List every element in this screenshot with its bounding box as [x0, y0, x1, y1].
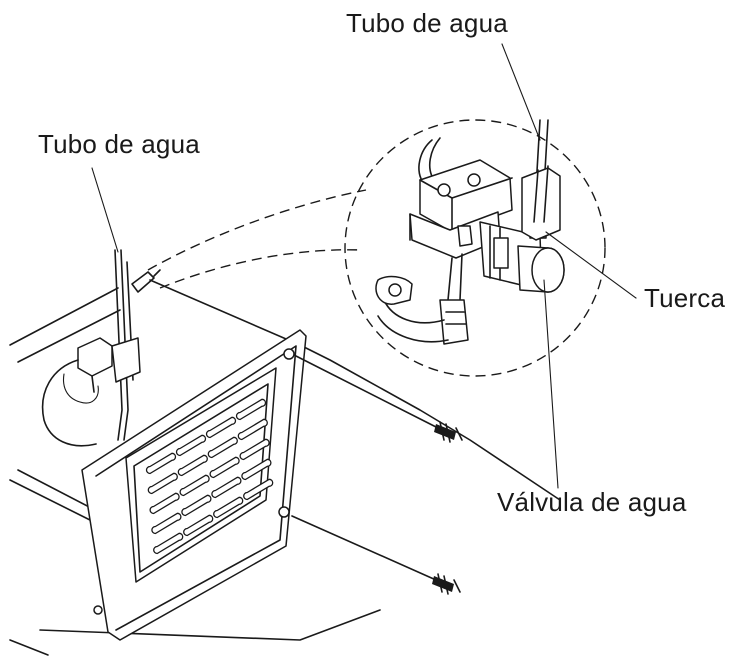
grille-slot	[211, 476, 242, 499]
grille-slot	[175, 434, 207, 457]
grille-slot	[153, 532, 184, 555]
label-water-tube-top: Tubo de agua	[346, 8, 508, 38]
leader-top-tube	[501, 43, 541, 141]
valve-assembly	[375, 119, 565, 345]
left-tube-assembly	[41, 249, 161, 447]
grille-slot	[151, 512, 182, 535]
grille-slot	[243, 478, 274, 501]
grille-slot	[241, 458, 272, 481]
grille-slot	[183, 514, 214, 537]
leader-nut	[545, 231, 637, 299]
grille-slot	[235, 398, 267, 421]
label-water-valve: Válvula de agua	[497, 487, 687, 517]
leader-left-tube	[91, 167, 119, 253]
grille-slot	[239, 438, 270, 461]
grille-slot	[181, 494, 212, 517]
callout-connectors	[147, 189, 367, 289]
grille-slot	[205, 416, 237, 439]
label-nut: Tuerca	[644, 283, 726, 313]
screw-lower	[291, 515, 461, 595]
screw-upper	[295, 355, 463, 443]
grille-slot	[209, 456, 240, 479]
grille-slot	[177, 454, 208, 477]
leader-lines	[91, 43, 637, 489]
grille-slot	[145, 452, 177, 475]
leader-valve	[543, 279, 559, 489]
grille-slot	[207, 436, 238, 459]
grille-slot	[149, 492, 180, 515]
ventilation-grille	[145, 398, 274, 555]
label-water-tube-left: Tubo de agua	[38, 129, 200, 159]
detail-callout	[344, 119, 606, 377]
grille-slot	[213, 496, 244, 519]
grille-slot	[179, 474, 210, 497]
grille-slot	[237, 418, 268, 441]
grille-slot	[147, 472, 178, 495]
